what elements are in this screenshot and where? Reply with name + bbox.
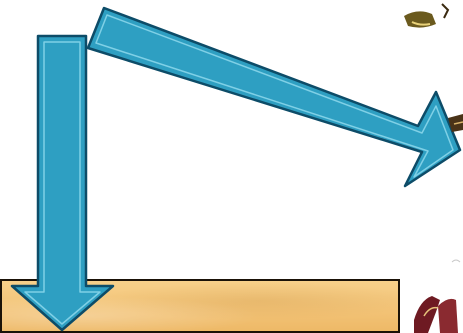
down-arrow bbox=[12, 36, 113, 330]
bottom-right-fragment bbox=[414, 260, 460, 333]
right-arrow bbox=[88, 8, 460, 186]
top-right-fragment bbox=[404, 4, 448, 28]
